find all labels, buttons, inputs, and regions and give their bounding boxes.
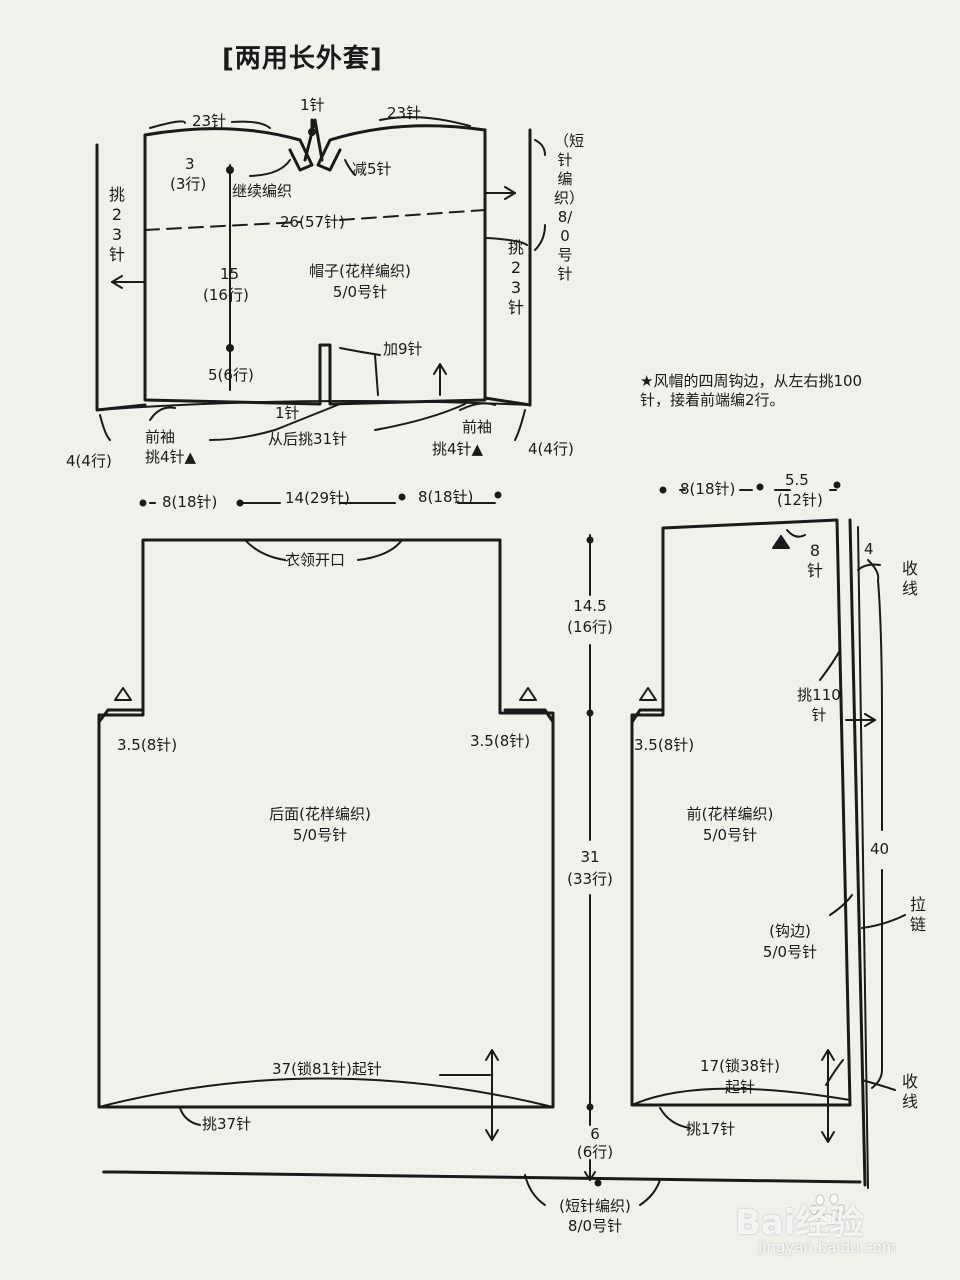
front-neck: 8针 (806, 541, 823, 580)
front-name: 前(花样编织) (686, 805, 774, 823)
watermark-url: jingyan.baidu.com (758, 1238, 897, 1256)
hood-outline (143, 118, 487, 406)
hood-right-sleeve-pick: 挑4针▲ (432, 440, 484, 458)
front-edge-w: 4 (864, 540, 874, 558)
hood-increase: 加9针 (383, 340, 423, 358)
diagram-title: [两用长外套] (222, 44, 383, 74)
front-edging-needle: 5/0号针 (762, 943, 818, 961)
front-zipper: 拉链 (909, 895, 926, 934)
hood-depth-15: 15 (220, 265, 240, 283)
hood-guides (111, 116, 546, 441)
front-dots (659, 481, 841, 494)
hood-depth-5: 5(6行) (208, 366, 254, 384)
front-top-right-sts: (12针) (777, 491, 823, 509)
back-arm-right: 3.5(8针) (470, 732, 531, 750)
front-cast-on2: 起针 (724, 1078, 755, 1096)
front-needle: 5/0号针 (702, 826, 758, 844)
front-outline (630, 518, 869, 1189)
front-pick: 挑110针 (797, 686, 841, 724)
hood-dots (226, 128, 316, 352)
hood-pick-back: 从后挑31针 (268, 430, 348, 448)
mid-h2-rows: (33行) (567, 870, 613, 888)
back-dots (139, 491, 502, 507)
hood-width: 26(57针) (280, 213, 345, 231)
back-pick: 挑37针 (202, 1115, 252, 1133)
back-top-right: 8(18针) (418, 488, 474, 506)
hood-top-right: 23针 (387, 104, 422, 122)
front-edging: (钩边) (769, 922, 811, 940)
hood-left-edge: 4(4行) (66, 452, 112, 470)
hood-needle: 5/0号针 (332, 283, 388, 301)
baidu-paw-icon (810, 1193, 845, 1226)
hood-top-center: 1针 (300, 96, 325, 114)
hood-pick-right: 挑23针 (507, 238, 524, 317)
middle-dots (586, 536, 602, 1187)
mid-band-needle: 8/0号针 (567, 1217, 623, 1235)
hood-depth-3: 3 (185, 155, 195, 173)
hood-left-sleeve: 前袖 (145, 428, 176, 446)
mid-h3-rows: (6行) (576, 1143, 614, 1161)
hood-side-bands (95, 128, 532, 441)
hood-left-sleeve-pick: 挑4针▲ (145, 448, 197, 466)
front-top-left: 8(18针) (680, 480, 736, 498)
mid-band: (短针编织) (559, 1197, 631, 1215)
back-name: 后面(花样编织) (269, 805, 371, 823)
mid-h1: 14.5 (573, 597, 607, 615)
front-bind-top: 收线 (901, 559, 918, 598)
mid-h1-rows: (16行) (567, 618, 613, 636)
hood-pick-left: 挑23针 (108, 185, 125, 264)
front-guides (639, 489, 906, 1143)
hood-note: ★风帽的四周钩边，从左右挑100针，接着前端编2行。 (640, 372, 863, 409)
front-length: 40 (870, 840, 890, 858)
hood-side-band: （短针编织）8/0号针 (554, 132, 585, 283)
hood-right-sleeve: 前袖 (462, 418, 493, 436)
mid-h2: 31 (580, 848, 600, 866)
hood-bottom-center: 1针 (275, 404, 300, 422)
front-cast-on: 17(锁38针) (700, 1057, 780, 1075)
back-outline (97, 538, 555, 1109)
back-cast-on: 37(锁81针)起针 (272, 1060, 382, 1078)
back-top-mid: 14(29针) (285, 489, 350, 507)
back-arm-left: 3.5(8针) (117, 736, 178, 754)
front-top-right: 5.5 (785, 471, 809, 489)
hood-continue: 继续编织 (232, 182, 293, 200)
watermark-brand: Bai经验 (735, 1203, 864, 1243)
hood-depth-3-rows: (3行) (170, 175, 207, 193)
mid-h3: 6 (590, 1125, 600, 1143)
front-arm: 3.5(8针) (634, 736, 695, 754)
back-neck: 衣领开口 (285, 551, 346, 569)
bottom-band (102, 1170, 862, 1206)
hood-decrease: 减5针 (352, 160, 392, 178)
back-needle: 5/0号针 (292, 826, 348, 844)
hood-depth-15-rows: (16行) (203, 286, 249, 304)
back-top-left: 8(18针) (162, 493, 218, 511)
back-guides (114, 502, 537, 1141)
front-pick-bottom: 挑17针 (686, 1120, 736, 1138)
hood-name: 帽子(花样编织) (309, 262, 411, 280)
front-bind-bottom: 收线 (901, 1072, 918, 1111)
hood-top-left: 23针 (192, 112, 227, 130)
hood-right-edge: 4(4行) (528, 440, 574, 458)
